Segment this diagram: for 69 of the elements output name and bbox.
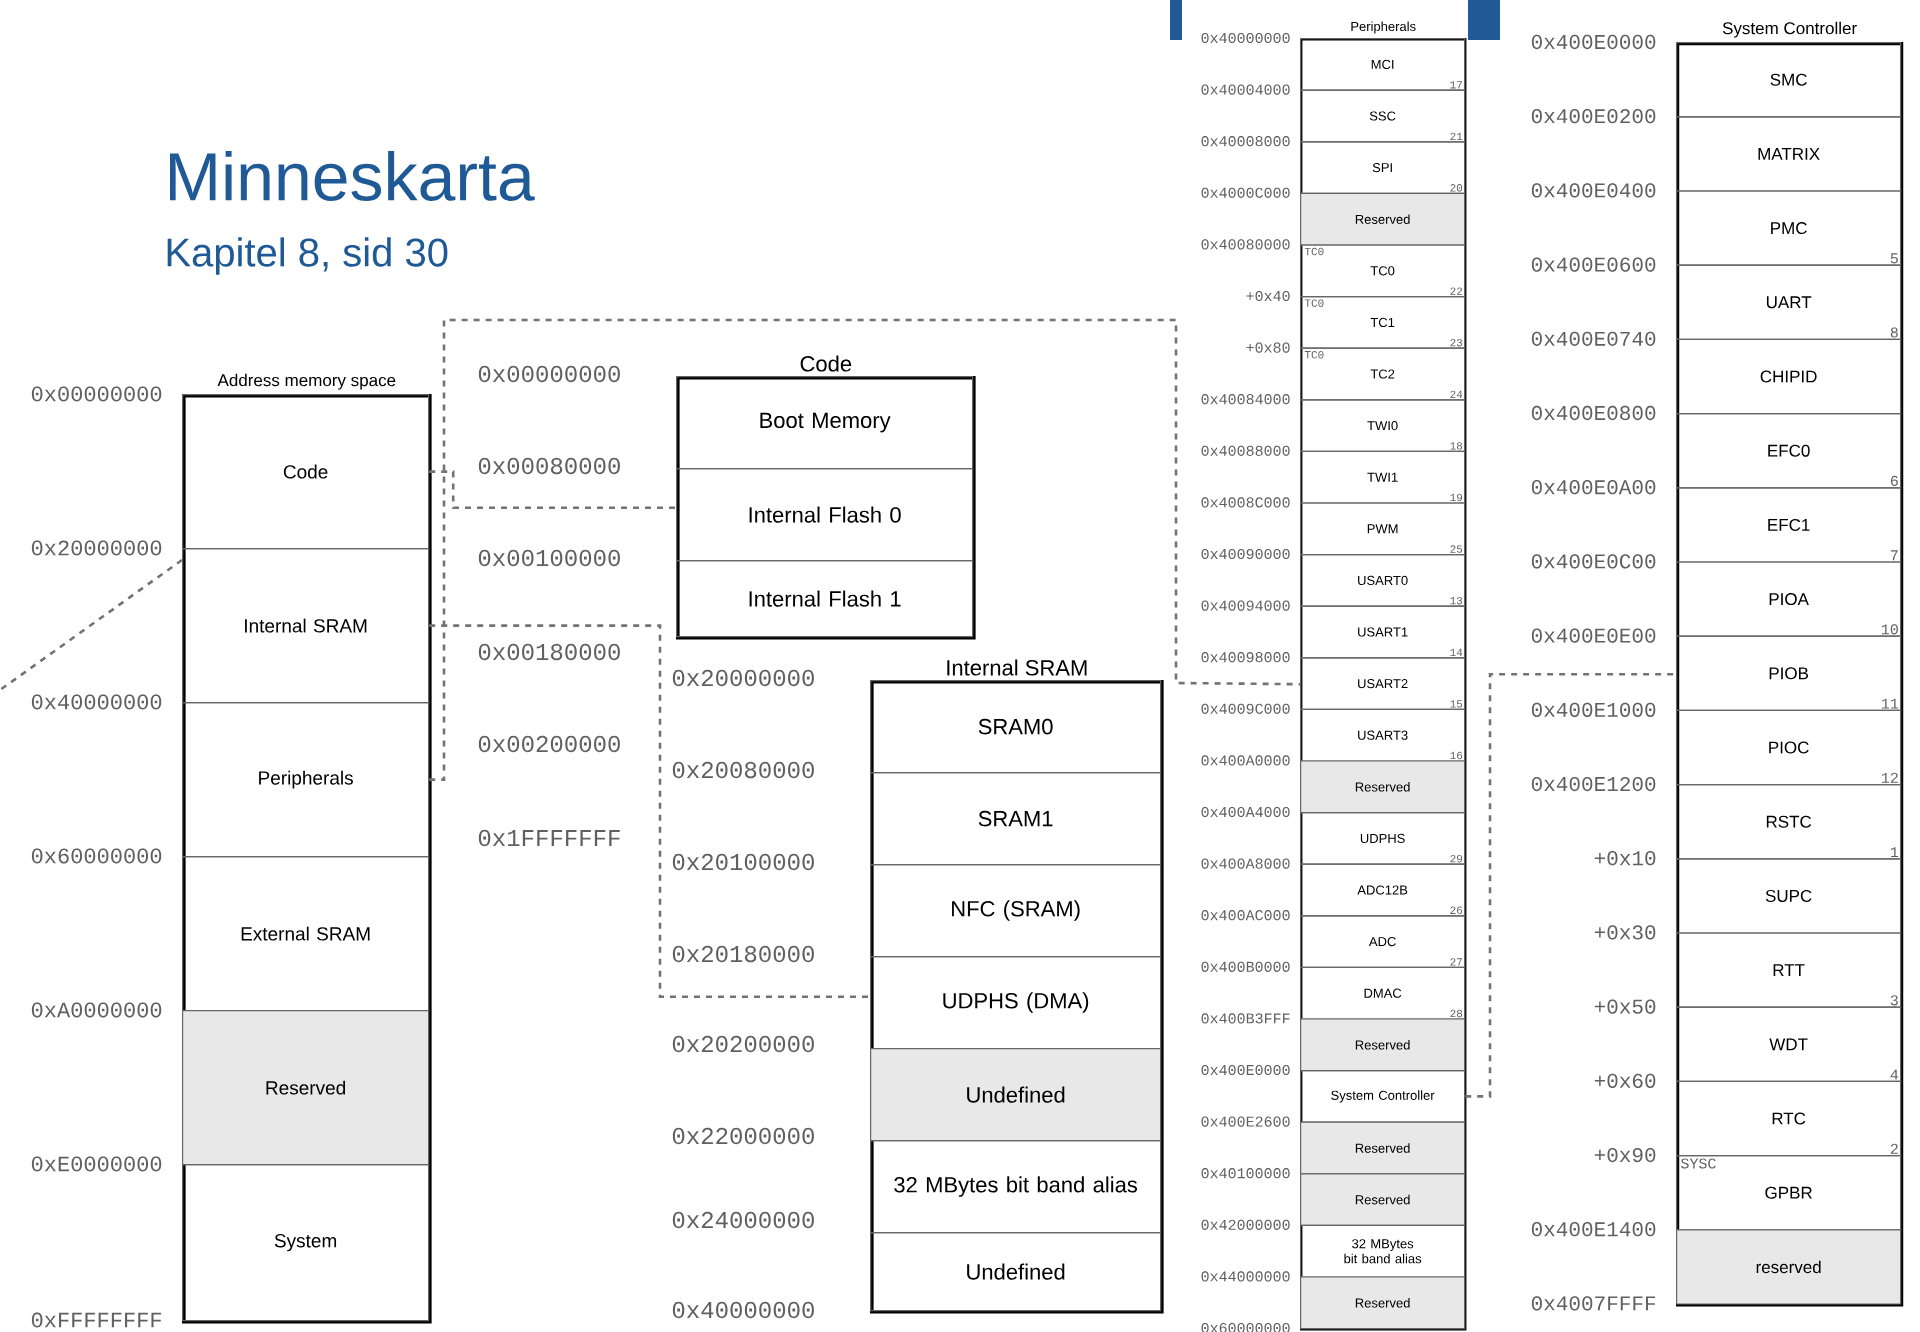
node-label: System Controller bbox=[1722, 21, 1857, 38]
address-label: 0x400E0740 bbox=[1531, 331, 1656, 346]
address-label: +0x90 bbox=[1594, 1147, 1656, 1163]
address-label: 0x20000000 bbox=[31, 540, 162, 556]
memory-cell: Internal Flash 1 bbox=[676, 560, 974, 638]
address-label: 0x00000000 bbox=[31, 386, 162, 402]
memory-cell: reserved bbox=[1676, 1229, 1902, 1305]
zoom-line bbox=[0, 558, 183, 692]
memory-cell: MATRIX bbox=[1676, 116, 1902, 192]
address-label: 0x400E0400 bbox=[1531, 183, 1656, 198]
address-label: 0x400E1000 bbox=[1531, 702, 1656, 717]
address-label: 0x00180000 bbox=[478, 643, 620, 661]
zoom-line bbox=[428, 318, 1301, 781]
address-label: 0x4007FFFF bbox=[1531, 1296, 1656, 1311]
address-label: 0x20180000 bbox=[672, 945, 814, 963]
address-label: 0xA0000000 bbox=[31, 1002, 162, 1018]
address-label: 0x00000000 bbox=[478, 365, 620, 383]
address-label: 0x20200000 bbox=[672, 1035, 814, 1053]
slide-title: Minneskarta bbox=[170, 151, 535, 201]
memory-cell: Undefined bbox=[870, 1048, 1162, 1142]
address-label: 0x400E0C00 bbox=[1531, 554, 1656, 569]
node-label: Code bbox=[800, 355, 852, 372]
memory-cell: SRAM0 bbox=[870, 680, 1162, 774]
zoom-line bbox=[429, 624, 870, 999]
address-label: +0x60 bbox=[1594, 1073, 1656, 1088]
address-label: 0x40000000 bbox=[672, 1301, 814, 1319]
address-label: 0x60000000 bbox=[31, 848, 162, 864]
memory-cell: Internal SRAM bbox=[182, 548, 430, 704]
address-label: 0x20080000 bbox=[672, 761, 814, 779]
address-label: 0x1FFFFFFF bbox=[478, 829, 620, 847]
address-label: 0x400E0800 bbox=[1531, 405, 1656, 421]
address-label: 0xFFFFFFFF bbox=[31, 1312, 161, 1328]
address-label: 0x20100000 bbox=[672, 853, 814, 871]
node-label: Internal SRAM bbox=[947, 659, 1087, 676]
node-label: Address memory space bbox=[217, 373, 396, 390]
address-label: 0x40000000 bbox=[31, 694, 162, 710]
address-label: 0x400E0200 bbox=[1531, 109, 1656, 124]
address-label: 0x20000000 bbox=[672, 669, 814, 687]
address-label: 0x400E0E00 bbox=[1531, 628, 1656, 643]
zoom-line bbox=[429, 470, 676, 510]
memory-cell: 32 MBytes bit band alias bbox=[870, 1140, 1162, 1234]
memory-cell: Undefined bbox=[870, 1232, 1162, 1312]
address-label: 0x22000000 bbox=[672, 1127, 814, 1145]
address-label: +0x10 bbox=[1594, 851, 1656, 866]
zoom-line bbox=[1465, 673, 1676, 1098]
address-label: 0x400E0600 bbox=[1531, 257, 1656, 272]
address-label: 0xE0000000 bbox=[31, 1156, 162, 1172]
address-label: +0x50 bbox=[1594, 999, 1656, 1014]
memory-cell: Internal Flash 0 bbox=[676, 468, 974, 562]
address-label: 0x00200000 bbox=[478, 735, 620, 753]
memory-cell: Peripherals bbox=[182, 702, 430, 858]
address-label: 0x400E0A00 bbox=[1531, 480, 1656, 495]
memory-cell: Reserved bbox=[182, 1010, 430, 1166]
memory-cell: SUPC bbox=[1676, 858, 1902, 934]
memory-cell: System bbox=[182, 1164, 430, 1322]
memory-cell: CHIPID bbox=[1676, 338, 1902, 415]
memory-cell: Code bbox=[182, 394, 430, 550]
address-label: +0x30 bbox=[1594, 925, 1656, 940]
memory-cell: SMC bbox=[1676, 42, 1902, 118]
memory-cell: SRAM1 bbox=[870, 772, 1162, 866]
memory-cell: Boot Memory bbox=[676, 376, 974, 470]
address-label: 0x00080000 bbox=[478, 457, 620, 475]
address-label: 0x24000000 bbox=[672, 1211, 814, 1229]
address-label: 0x400E1200 bbox=[1531, 776, 1656, 792]
address-label: 0x00100000 bbox=[478, 549, 620, 567]
address-label: 0x400E1400 bbox=[1531, 1222, 1656, 1237]
memory-cell: NFC (SRAM) bbox=[870, 864, 1162, 958]
subtitle: Kapitel 8, sid 30 bbox=[167, 237, 448, 275]
address-label: 0x400E0000 bbox=[1531, 34, 1656, 50]
